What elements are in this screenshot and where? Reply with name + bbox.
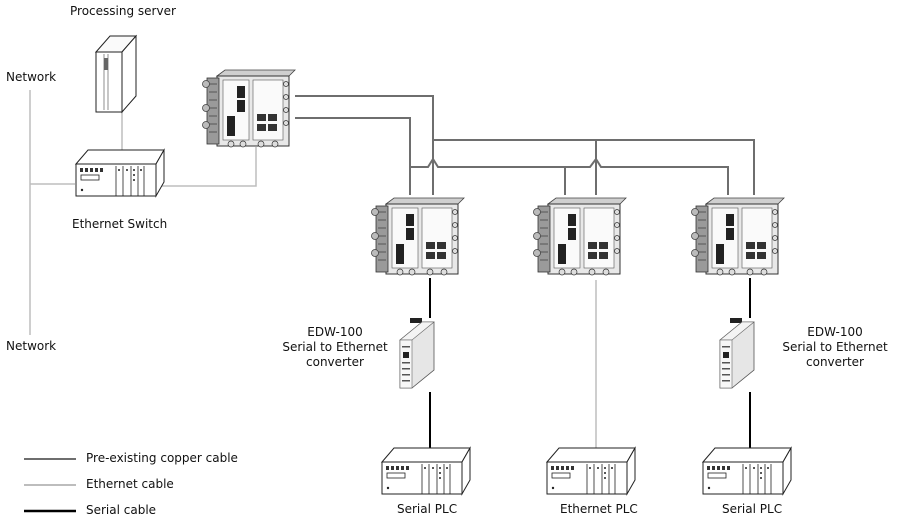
ethernet-switch-icon bbox=[75, 149, 165, 197]
legend bbox=[24, 458, 76, 513]
serial-plc-left-icon bbox=[381, 447, 471, 495]
copper-upper-bus bbox=[433, 139, 755, 195]
ethernet-plc-label: Ethernet PLC bbox=[560, 502, 638, 516]
edw-left-desc: Serial to Ethernet bbox=[282, 340, 388, 354]
edw-right-model: EDW-100 bbox=[807, 325, 863, 339]
serial-plc-right-label: Serial PLC bbox=[722, 502, 783, 516]
copper-line-2-drop bbox=[295, 117, 411, 195]
edw-converter-left-icon bbox=[399, 317, 435, 389]
din-switch-middle-icon bbox=[533, 197, 627, 276]
din-switch-right-icon bbox=[691, 197, 785, 276]
serial-plc-right-icon bbox=[702, 447, 792, 495]
legend-label-serial: Serial cable bbox=[86, 503, 157, 517]
edw-left-model: EDW-100 bbox=[307, 325, 363, 339]
edw-right-desc2: converter bbox=[806, 355, 864, 369]
legend-label-copper: Pre-existing copper cable bbox=[86, 451, 238, 465]
legend-label-ethernet: Ethernet cable bbox=[86, 477, 174, 491]
processing-server-icon bbox=[95, 35, 137, 113]
serial-plc-left-label: Serial PLC bbox=[397, 502, 458, 516]
copper-lower-bus bbox=[410, 157, 729, 195]
edw-right-desc: Serial to Ethernet bbox=[782, 340, 888, 354]
network-label-top: Network bbox=[6, 70, 57, 84]
edw-converter-right-icon bbox=[719, 317, 755, 389]
edw-left-desc2: converter bbox=[306, 355, 364, 369]
copper-cables bbox=[295, 95, 755, 195]
serial-cables bbox=[429, 278, 751, 450]
edw-right-label: EDW-100 Serial to Ethernet converter bbox=[780, 325, 890, 370]
din-switch-left-icon bbox=[371, 197, 465, 276]
ethernet-switch-label: Ethernet Switch bbox=[72, 217, 168, 231]
processing-server-label: Processing server bbox=[70, 4, 176, 18]
edw-left-label: EDW-100 Serial to Ethernet converter bbox=[280, 325, 390, 370]
switch-to-din-line bbox=[160, 147, 257, 187]
ethernet-plc-icon bbox=[546, 447, 636, 495]
ethernet-cables bbox=[29, 90, 597, 450]
main-din-switch-icon bbox=[202, 69, 296, 148]
network-label-bottom: Network bbox=[6, 339, 57, 353]
copper-line-1-drop bbox=[295, 95, 434, 195]
